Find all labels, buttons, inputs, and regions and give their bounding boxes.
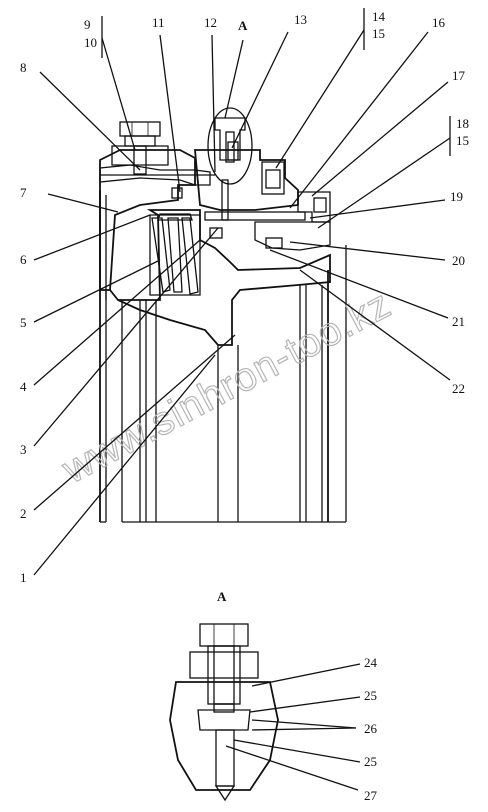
main-housing	[99, 149, 331, 346]
callout-20: 20	[452, 253, 465, 268]
callout-2: 2	[20, 506, 27, 521]
callout-1: 1	[20, 570, 27, 585]
callout-12: 12	[204, 15, 217, 30]
callout-15-upper: 15	[372, 26, 385, 41]
callout-26: 26	[364, 721, 378, 736]
callout-10: 10	[84, 35, 97, 50]
detail-label-a: A	[217, 589, 227, 604]
callout-9: 9	[84, 17, 91, 32]
callout-24: 24	[364, 655, 378, 670]
callout-8: 8	[20, 60, 27, 75]
callout-11: 11	[152, 15, 165, 30]
cylinder-walls	[99, 190, 347, 523]
callout-5: 5	[20, 315, 27, 330]
callout-18: 18	[456, 116, 469, 131]
callout-22: 22	[452, 381, 465, 396]
top-bolt	[111, 121, 169, 175]
callout-25-lower: 25	[364, 754, 377, 769]
valve-block	[171, 107, 331, 251]
callout-16: 16	[432, 15, 446, 30]
callout-19: 19	[450, 189, 463, 204]
callout-4: 4	[20, 379, 27, 394]
spring-pack	[149, 213, 201, 296]
main-section-view: www.sinhron-too.kz	[20, 8, 469, 585]
callout-14: 14	[372, 9, 386, 24]
callout-13: 13	[294, 12, 307, 27]
callout-27: 27	[364, 788, 378, 803]
callout-labels: 9 10 11 12 A 13 14 15 16 17 18 15 19 20 …	[20, 9, 469, 585]
leader-lines	[33, 8, 451, 576]
callout-21: 21	[452, 314, 465, 329]
callout-7: 7	[20, 185, 27, 200]
callout-17: 17	[452, 68, 466, 83]
detail-a-view: A 24 25 26 25 27	[169, 589, 378, 803]
section-label-a: A	[238, 18, 248, 33]
callout-15-lower: 15	[456, 133, 469, 148]
callout-25-upper: 25	[364, 688, 377, 703]
callout-6: 6	[20, 252, 27, 267]
callout-3: 3	[20, 442, 27, 457]
